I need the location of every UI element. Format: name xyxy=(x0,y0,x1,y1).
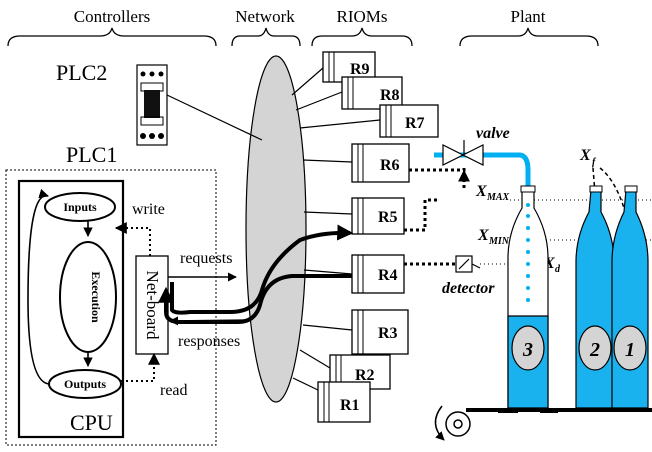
svg-text:X: X xyxy=(477,227,489,244)
controllers-brace xyxy=(7,27,217,47)
response-route xyxy=(158,274,352,324)
riom-r5: R5 xyxy=(351,197,405,235)
plc2-device xyxy=(136,64,168,146)
riom-r6: R6 xyxy=(351,143,410,183)
riom-r1-label: R1 xyxy=(340,397,360,414)
riom-r3: R3 xyxy=(351,309,409,355)
plant-heading: Plant xyxy=(511,7,546,26)
riom-links xyxy=(291,67,381,391)
valve-label: valve xyxy=(476,125,510,142)
write-label: write xyxy=(132,201,165,218)
riom-r8-label: R8 xyxy=(380,87,400,104)
conveyor xyxy=(466,408,652,413)
riom-r4: R4 xyxy=(351,254,405,294)
riom-r9-label: R9 xyxy=(350,61,370,78)
svg-text:f: f xyxy=(592,157,597,168)
valve-control-path xyxy=(409,168,466,172)
water-pipe xyxy=(434,152,531,186)
rioms-brace xyxy=(311,27,413,47)
bottle-3: 3 xyxy=(507,185,549,409)
riom-r2-label: R2 xyxy=(355,367,375,384)
plant-brace xyxy=(459,27,599,47)
inputs-node xyxy=(44,192,116,222)
detector-icon xyxy=(455,255,481,273)
network-heading: Network xyxy=(235,7,295,26)
xmin-label: X MIN xyxy=(477,227,510,247)
net-board-label: Net-board xyxy=(143,271,162,340)
execution-node xyxy=(59,241,117,353)
svg-text:MAX: MAX xyxy=(486,192,510,203)
riom-r7-label: R7 xyxy=(405,115,425,132)
cpu-box xyxy=(17,179,125,439)
execution-label: Execution xyxy=(89,271,103,323)
write-path xyxy=(114,222,151,256)
network-brace xyxy=(231,27,301,47)
r5-signal xyxy=(404,198,440,232)
svg-text:X: X xyxy=(475,183,487,200)
responses-label: responses xyxy=(178,333,240,350)
read-path xyxy=(121,352,160,382)
network-ellipse xyxy=(245,55,307,403)
plc2-label: PLC2 xyxy=(56,60,107,85)
bottle-2: 2 xyxy=(575,185,615,409)
read-label: read xyxy=(160,382,188,399)
bottle-3-label: 3 xyxy=(522,339,533,361)
bottle-2-label: 2 xyxy=(589,339,600,361)
plc1-label: PLC1 xyxy=(66,142,117,167)
bottle-1-label: 1 xyxy=(625,339,635,361)
riom-r7: R7 xyxy=(379,104,439,138)
svg-text:d: d xyxy=(555,264,561,275)
rioms-heading: RIOMs xyxy=(336,7,387,26)
request-route xyxy=(170,224,354,315)
riom-r3-label: R3 xyxy=(378,325,398,342)
scan-cycle-arrows xyxy=(27,188,93,385)
riom-r4-label: R4 xyxy=(378,267,398,284)
outputs-label: Outputs xyxy=(64,377,106,391)
svg-text:MIN: MIN xyxy=(488,236,510,247)
xmax-label: X MAX xyxy=(475,183,510,203)
svg-text:X: X xyxy=(579,147,591,164)
section-braces xyxy=(7,27,599,47)
riom-r8: R8 xyxy=(341,76,403,110)
xf-label: X f xyxy=(579,147,597,168)
plc1-boundary xyxy=(5,169,217,446)
inputs-label: Inputs xyxy=(63,200,97,214)
requests-label: requests xyxy=(180,250,232,267)
controllers-heading: Controllers xyxy=(74,7,151,26)
valve-icon xyxy=(442,140,484,166)
detector-label: detector xyxy=(442,280,495,297)
cpu-label: CPU xyxy=(70,410,113,435)
riom-r6-label: R6 xyxy=(380,157,400,174)
bottle-1: 1 xyxy=(611,185,649,409)
riom-r5-label: R5 xyxy=(378,209,398,226)
riom-r1: R1 xyxy=(317,381,371,423)
plc2-link xyxy=(166,94,263,141)
motor-pulley-icon xyxy=(434,405,471,441)
